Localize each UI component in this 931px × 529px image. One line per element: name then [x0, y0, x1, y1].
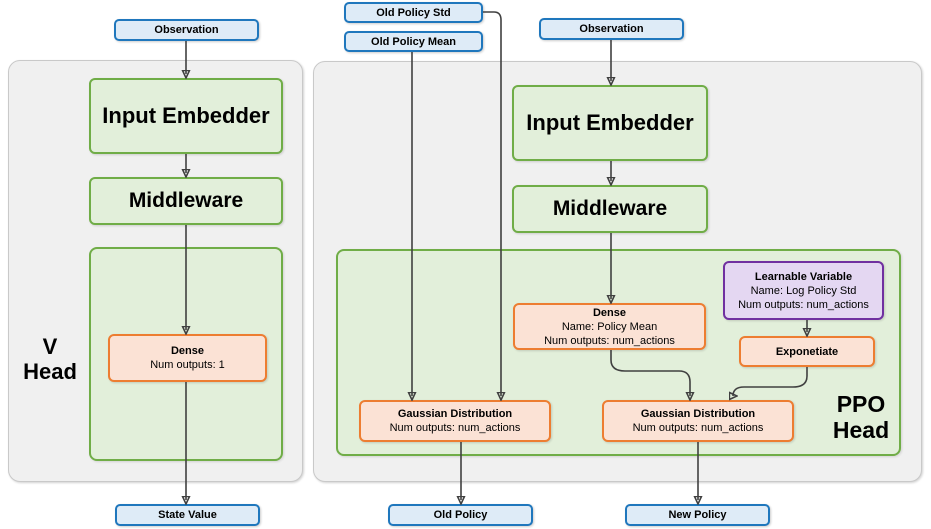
v-input-embedder-label: Input Embedder: [102, 103, 270, 128]
v-dense-num-outputs: Num outputs: 1: [150, 359, 225, 371]
input-old-policy-mean-label: Old Policy Mean: [371, 35, 456, 48]
ppo-input-embedder[interactable]: Input Embedder: [512, 85, 708, 161]
ppo-middleware[interactable]: Middleware: [512, 185, 708, 233]
ppo-gaussian-new-title: Gaussian Distribution: [640, 408, 756, 420]
v-head-caption: V Head: [14, 330, 86, 390]
ppo-gaussian-new[interactable]: Gaussian Distribution Num outputs: num_a…: [602, 400, 794, 442]
ppo-dense-policy-mean[interactable]: Dense Name: Policy Mean Num outputs: num…: [513, 303, 706, 350]
input-observation-v[interactable]: Observation: [114, 19, 259, 41]
ppo-head-caption-line2: Head: [832, 417, 890, 443]
v-dense[interactable]: Dense Num outputs: 1: [108, 334, 267, 382]
input-observation-v-label: Observation: [154, 24, 219, 36]
v-input-embedder[interactable]: Input Embedder: [89, 78, 283, 154]
ppo-middleware-label: Middleware: [552, 197, 668, 220]
input-old-policy-std[interactable]: Old Policy Std: [344, 2, 483, 23]
output-state-value[interactable]: State Value: [115, 504, 260, 526]
output-old-policy[interactable]: Old Policy: [388, 504, 533, 526]
v-dense-title: Dense: [170, 345, 205, 357]
ppo-dense-name: Name: Policy Mean: [561, 320, 658, 333]
output-state-value-label: State Value: [158, 509, 217, 521]
ppo-gaussian-new-num-outputs: Num outputs: num_actions: [632, 422, 764, 434]
ppo-learnable-variable-num-outputs: Num outputs: num_actions: [738, 298, 869, 311]
input-observation-ppo-label: Observation: [579, 23, 644, 35]
ppo-learnable-variable[interactable]: Learnable Variable Name: Log Policy Std …: [723, 261, 884, 320]
output-new-policy-label: New Policy: [668, 509, 727, 521]
ppo-exponetiate-label: Exponetiate: [775, 345, 839, 358]
ppo-dense-title: Dense: [592, 306, 627, 319]
ppo-head-caption-line1: PPO: [836, 391, 886, 418]
v-head-caption-line2: Head: [23, 359, 77, 384]
ppo-gaussian-old-num-outputs: Num outputs: num_actions: [389, 422, 521, 434]
ppo-learnable-variable-name: Name: Log Policy Std: [750, 284, 857, 297]
output-old-policy-label: Old Policy: [433, 509, 488, 521]
ppo-gaussian-old[interactable]: Gaussian Distribution Num outputs: num_a…: [359, 400, 551, 442]
ppo-learnable-variable-title: Learnable Variable: [754, 270, 853, 283]
ppo-exponetiate[interactable]: Exponetiate: [739, 336, 875, 367]
output-new-policy[interactable]: New Policy: [625, 504, 770, 526]
ppo-gaussian-old-title: Gaussian Distribution: [397, 408, 513, 420]
ppo-head-caption: PPO Head: [816, 388, 906, 448]
v-middleware[interactable]: Middleware: [89, 177, 283, 225]
input-old-policy-std-label: Old Policy Std: [376, 6, 451, 19]
input-old-policy-mean[interactable]: Old Policy Mean: [344, 31, 483, 52]
v-middleware-label: Middleware: [128, 189, 244, 212]
ppo-dense-num-outputs: Num outputs: num_actions: [544, 334, 675, 347]
input-observation-ppo[interactable]: Observation: [539, 18, 684, 40]
ppo-input-embedder-label: Input Embedder: [526, 110, 694, 135]
v-head-caption-line1: V: [42, 334, 58, 360]
